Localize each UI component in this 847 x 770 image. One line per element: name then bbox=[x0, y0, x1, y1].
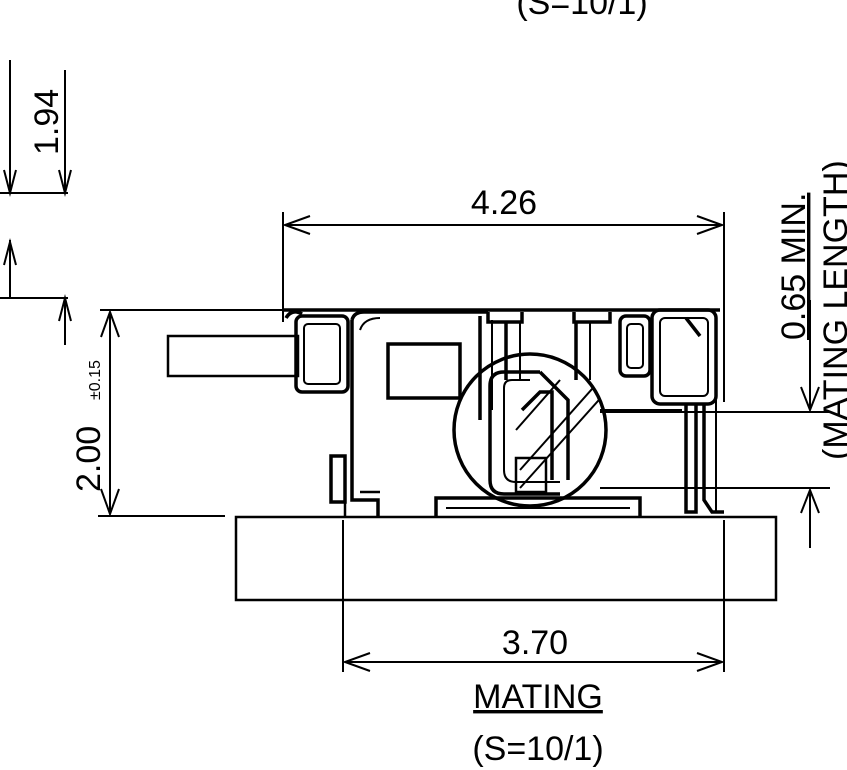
dim-3-70: 3.70 bbox=[342, 520, 725, 672]
dim-4-26: 4.26 bbox=[282, 184, 725, 402]
dim-2-00-tolerance: ±0.15 bbox=[87, 360, 104, 400]
connector-body bbox=[166, 308, 724, 516]
top-scale-text: (S=10/1) bbox=[516, 0, 647, 22]
dim-1-94: 1.94 bbox=[0, 60, 72, 345]
pcb-board bbox=[234, 515, 778, 602]
dim-4-26-label: 4.26 bbox=[471, 184, 537, 222]
view-scale: (S=10/1) bbox=[472, 730, 603, 768]
contact-detail-circle bbox=[452, 352, 608, 508]
dim-0-65-label: 0.65 MIN. bbox=[775, 193, 813, 340]
dim-1-94-label: 1.94 bbox=[28, 89, 66, 155]
mating-length-label: (MATING LENGTH) bbox=[817, 160, 847, 460]
dim-3-70-label: 3.70 bbox=[502, 624, 568, 662]
view-title: MATING bbox=[473, 678, 603, 716]
dim-2-00-label: 2.00 bbox=[70, 426, 108, 492]
dim-2-00: 2.00 ±0.15 bbox=[70, 309, 290, 517]
